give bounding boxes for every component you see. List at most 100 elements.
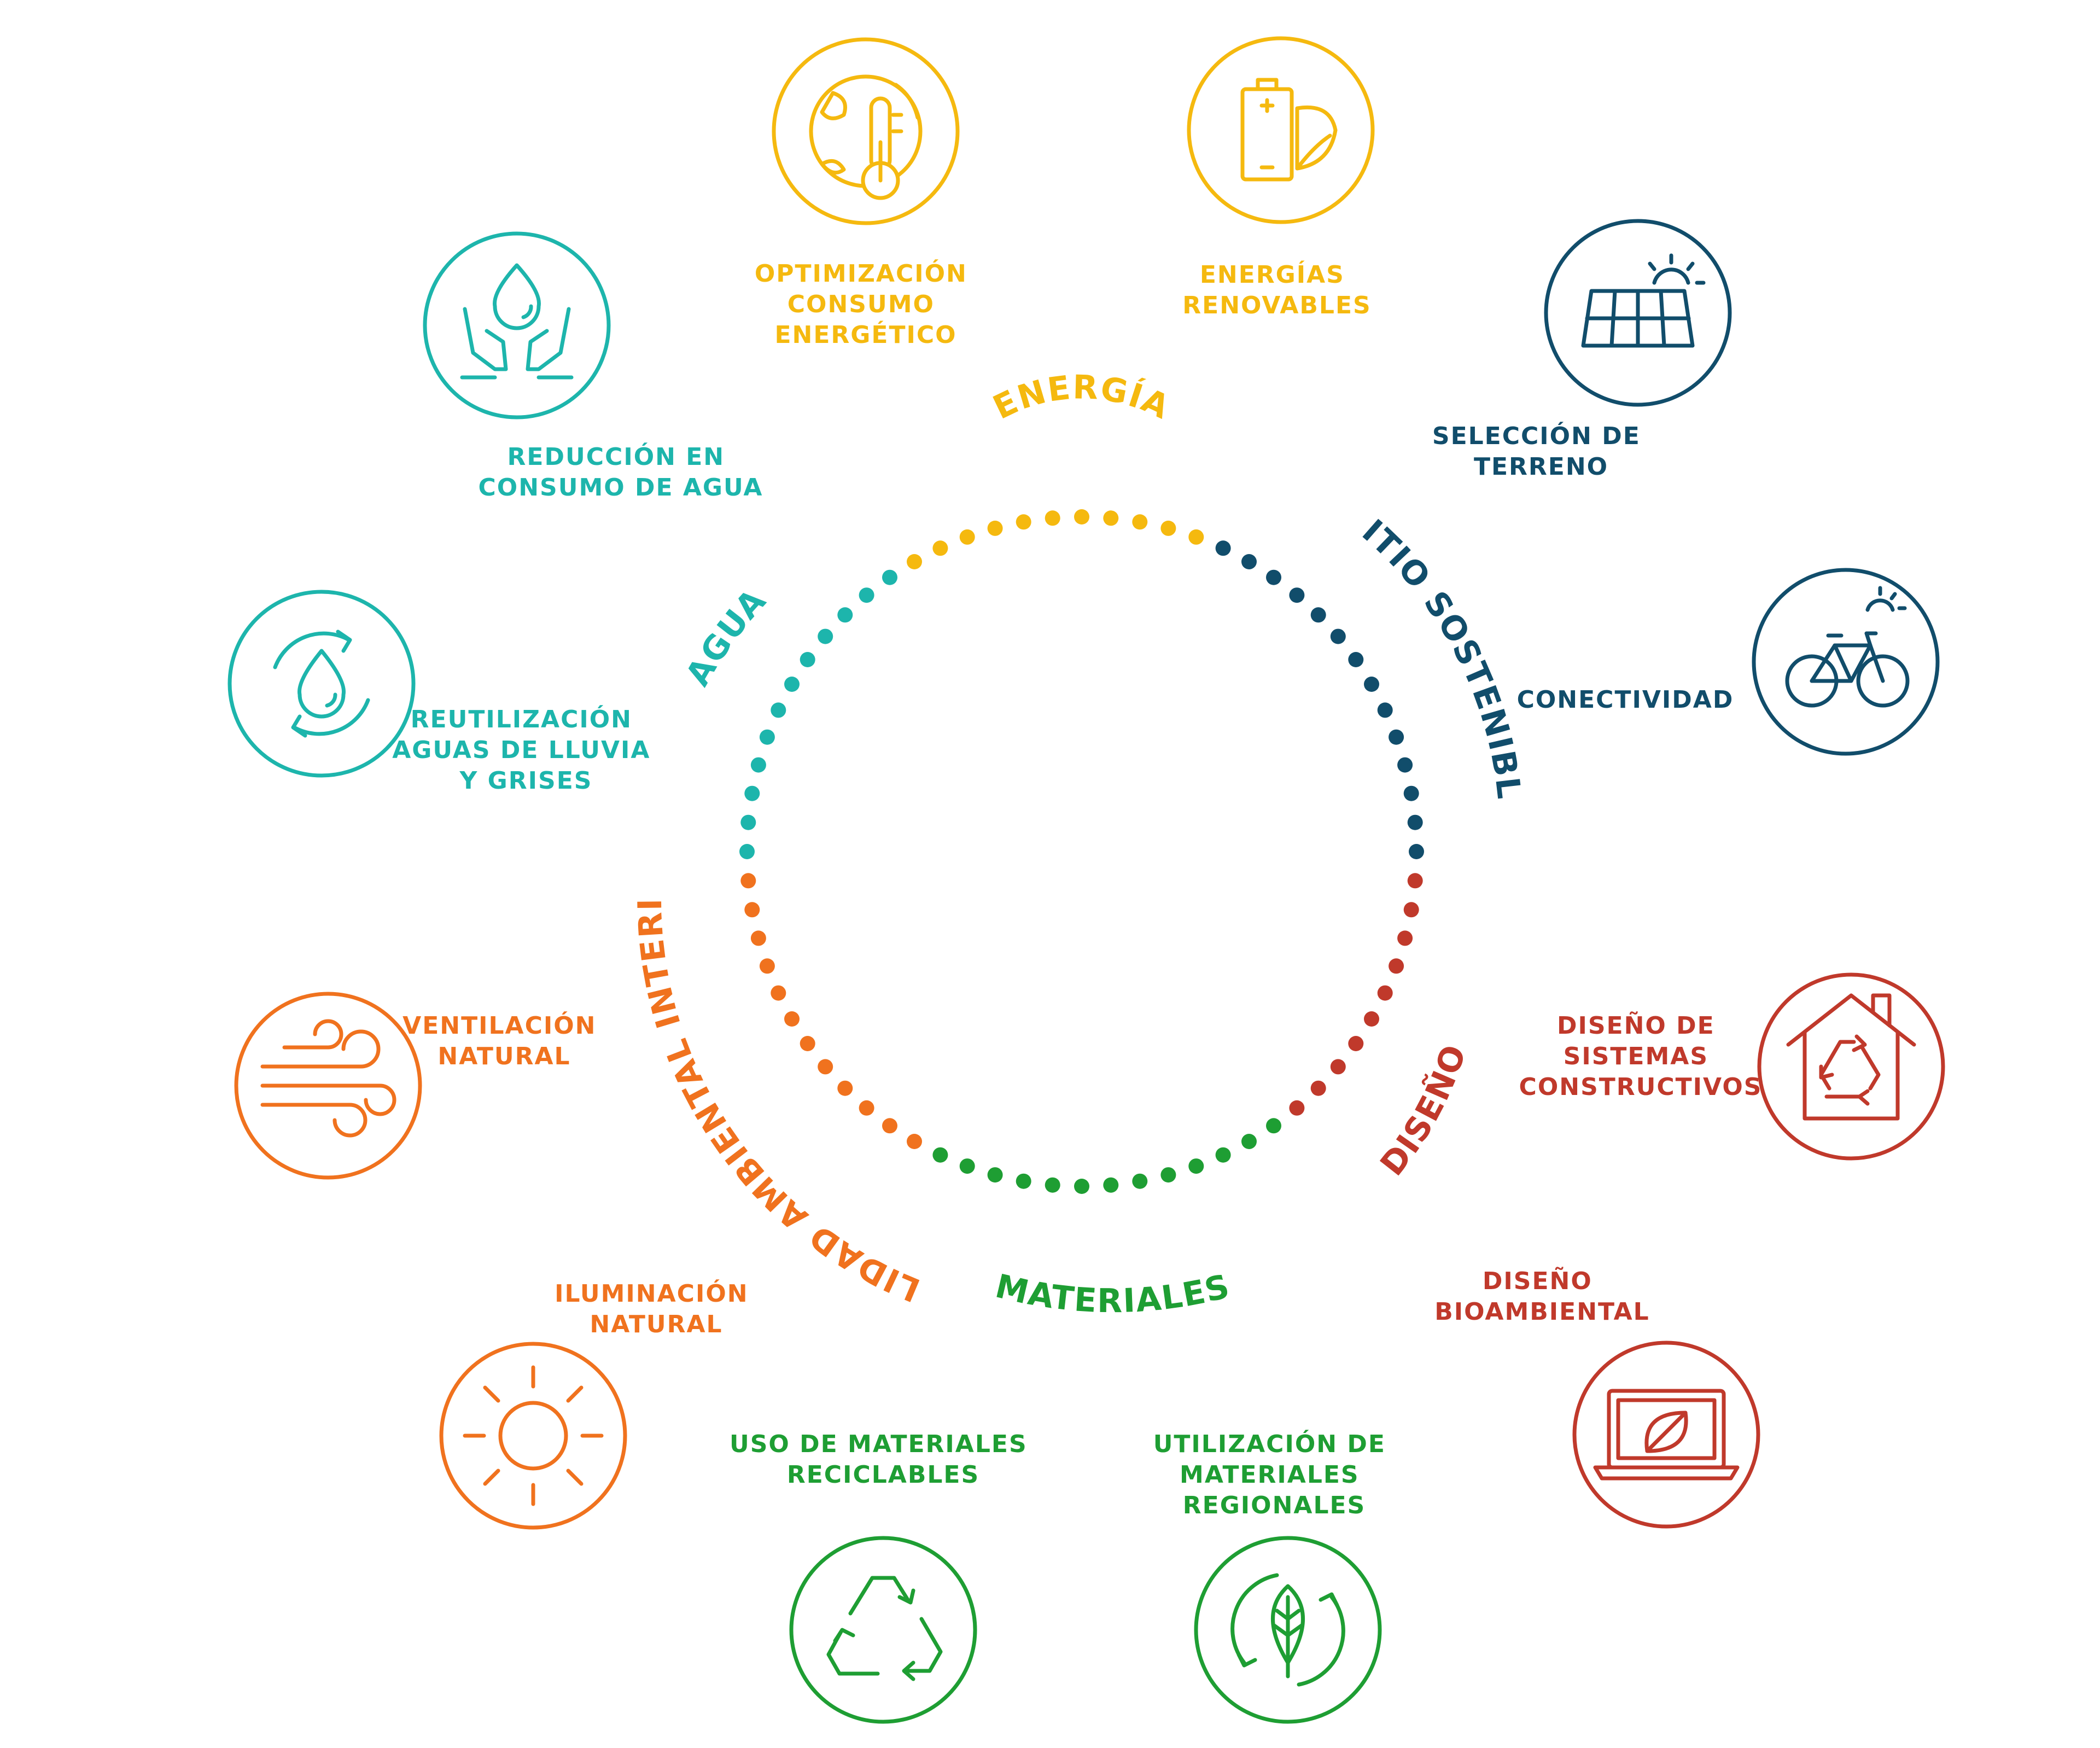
category-agua-label: AGUA [679, 581, 773, 692]
ring-dot [1045, 510, 1060, 526]
ring-dot [771, 702, 786, 718]
ring-dot [1348, 1036, 1364, 1051]
ring-dot [1377, 985, 1393, 1001]
label-line: SELECCIÓN DE [1432, 421, 1641, 450]
item-iluminacion-label: ILUMINACIÓN NATURAL [555, 1279, 758, 1338]
label-line: REUTILIZACIÓN [411, 704, 632, 733]
ring-dot [1389, 958, 1404, 974]
ring-dot [1241, 554, 1257, 569]
ring-dot [1310, 607, 1326, 623]
ring-dot [1330, 1059, 1346, 1075]
ring-dot [1364, 1011, 1379, 1027]
label-line: CONSUMO [788, 290, 935, 318]
ring-dot [1188, 529, 1204, 545]
ring-dot [740, 814, 756, 830]
label-line: NATURAL [590, 1310, 722, 1338]
item-iluminacion: ILUMINACIÓN NATURAL [439, 1279, 758, 1530]
ring-dot [859, 1100, 874, 1116]
ring-dot [1132, 514, 1148, 530]
label-line: CONSTRUCTIVOS [1519, 1073, 1763, 1101]
label-line: NATURAL [438, 1042, 570, 1070]
ring-dot [1160, 1167, 1176, 1183]
item-reciclables-label: USO DE MATERIALES RECICLABLES [730, 1430, 1037, 1489]
ring-dot [759, 729, 775, 745]
ring-dot [750, 930, 766, 946]
ring-dot [1377, 702, 1393, 718]
ring-dot [818, 1059, 833, 1075]
globe-thermometer-icon [772, 37, 960, 225]
label-line: CONSUMO DE AGUA [479, 474, 763, 502]
ring-dot [1045, 1177, 1060, 1193]
ring-dot [1403, 785, 1419, 801]
category-agua: AGUA [679, 581, 774, 692]
item-energias: ENERGÍAS RENOVABLES [1182, 36, 1375, 319]
house-recycle-icon [1757, 972, 1945, 1161]
ring-dot [1397, 757, 1413, 773]
category-diseno: DISEÑO [1373, 1040, 1474, 1183]
ring-dot [1103, 510, 1119, 526]
ring-dot [1266, 1118, 1281, 1134]
ring-dot [1132, 1173, 1148, 1189]
recycle-icon [789, 1536, 977, 1724]
laptop-leaf-icon [1572, 1341, 1760, 1529]
item-seleccion: SELECCIÓN DE TERRENO [1432, 219, 1732, 481]
ring-dot [1364, 677, 1379, 692]
label-line: USO DE MATERIALES [730, 1430, 1028, 1458]
label-line: RECICLABLES [787, 1461, 979, 1489]
ring-dot [959, 1158, 975, 1174]
ring-dot [1266, 569, 1281, 585]
label-line: SISTEMAS [1564, 1042, 1708, 1070]
ring-dot [771, 985, 786, 1001]
label-line: AGUAS DE LLUVIA [392, 736, 650, 764]
sun-icon [439, 1342, 627, 1530]
ring-dot [837, 1080, 853, 1096]
item-regionales-label: UTILIZACIÓN DE MATERIALES REGIONALES [1153, 1429, 1396, 1519]
label-line: RENOVABLES [1182, 292, 1371, 319]
label-line: Y GRISES [459, 767, 593, 795]
item-regionales: UTILIZACIÓN DE MATERIALES REGIONALES [1153, 1429, 1396, 1724]
ring-dot [800, 652, 815, 667]
ring-dot [907, 1134, 922, 1149]
ring-dot [959, 529, 975, 545]
ring-dot [1241, 1134, 1257, 1149]
bicycle-icon [1752, 568, 1940, 756]
label-line: VENTILACIÓN [402, 1011, 596, 1040]
ring-dot [1188, 1158, 1204, 1174]
category-diseno-label: DISEÑO [1373, 1040, 1473, 1183]
label-line: OPTIMIZACIÓN [755, 259, 967, 288]
label-line: TERRENO [1474, 453, 1608, 481]
ring-dot [932, 540, 948, 556]
label-line: BIOAMBIENTAL [1434, 1298, 1649, 1326]
item-optimizacion: OPTIMIZACIÓN CONSUMO ENERGÉTICO [755, 37, 977, 349]
item-reduccion: REDUCCIÓN EN CONSUMO DE AGUA [423, 231, 763, 502]
label-line: REDUCCIÓN EN [508, 442, 725, 471]
category-materiales-label: MATERIALES [992, 1267, 1233, 1321]
label-line: ENERGÉTICO [774, 320, 956, 349]
ring-dot [1215, 540, 1231, 556]
item-optimizacion-label: OPTIMIZACIÓN CONSUMO ENERGÉTICO [755, 259, 977, 349]
label-line: ILUMINACIÓN [555, 1279, 749, 1308]
category-energia: ENERGÍA [987, 368, 1176, 427]
ring-dot [1074, 1179, 1089, 1194]
item-reutilizacion-label: REUTILIZACIÓN AGUAS DE LLUVIA Y GRISES [392, 704, 660, 795]
ring-dot [818, 628, 833, 644]
item-sistemas: DISEÑO DE SISTEMAS CONSTRUCTIVOS [1519, 972, 1945, 1161]
item-ventilacion: VENTILACIÓN NATURAL [234, 992, 606, 1180]
ring-dot [1289, 587, 1305, 603]
ring-dot [800, 1036, 815, 1051]
ring-dot [1215, 1147, 1231, 1163]
ring-dot [784, 1011, 800, 1027]
item-seleccion-label: SELECCIÓN DE TERRENO [1432, 421, 1650, 481]
ring-dot [1310, 1080, 1326, 1096]
item-bioambiental-label: DISEÑO BIOAMBIENTAL [1434, 1266, 1649, 1326]
label-line: DISEÑO DE [1557, 1011, 1715, 1040]
label-line: DISEÑO [1483, 1266, 1592, 1295]
item-ventilacion-label: VENTILACIÓN NATURAL [402, 1011, 606, 1070]
ring-dot [1348, 652, 1364, 667]
ring-dot [987, 1167, 1003, 1183]
ring-dot [1016, 514, 1031, 530]
ring-dot [739, 844, 755, 859]
label-line: CONECTIVIDAD [1517, 686, 1734, 714]
ring-dot [1389, 729, 1404, 745]
ring-dot [1160, 520, 1176, 536]
